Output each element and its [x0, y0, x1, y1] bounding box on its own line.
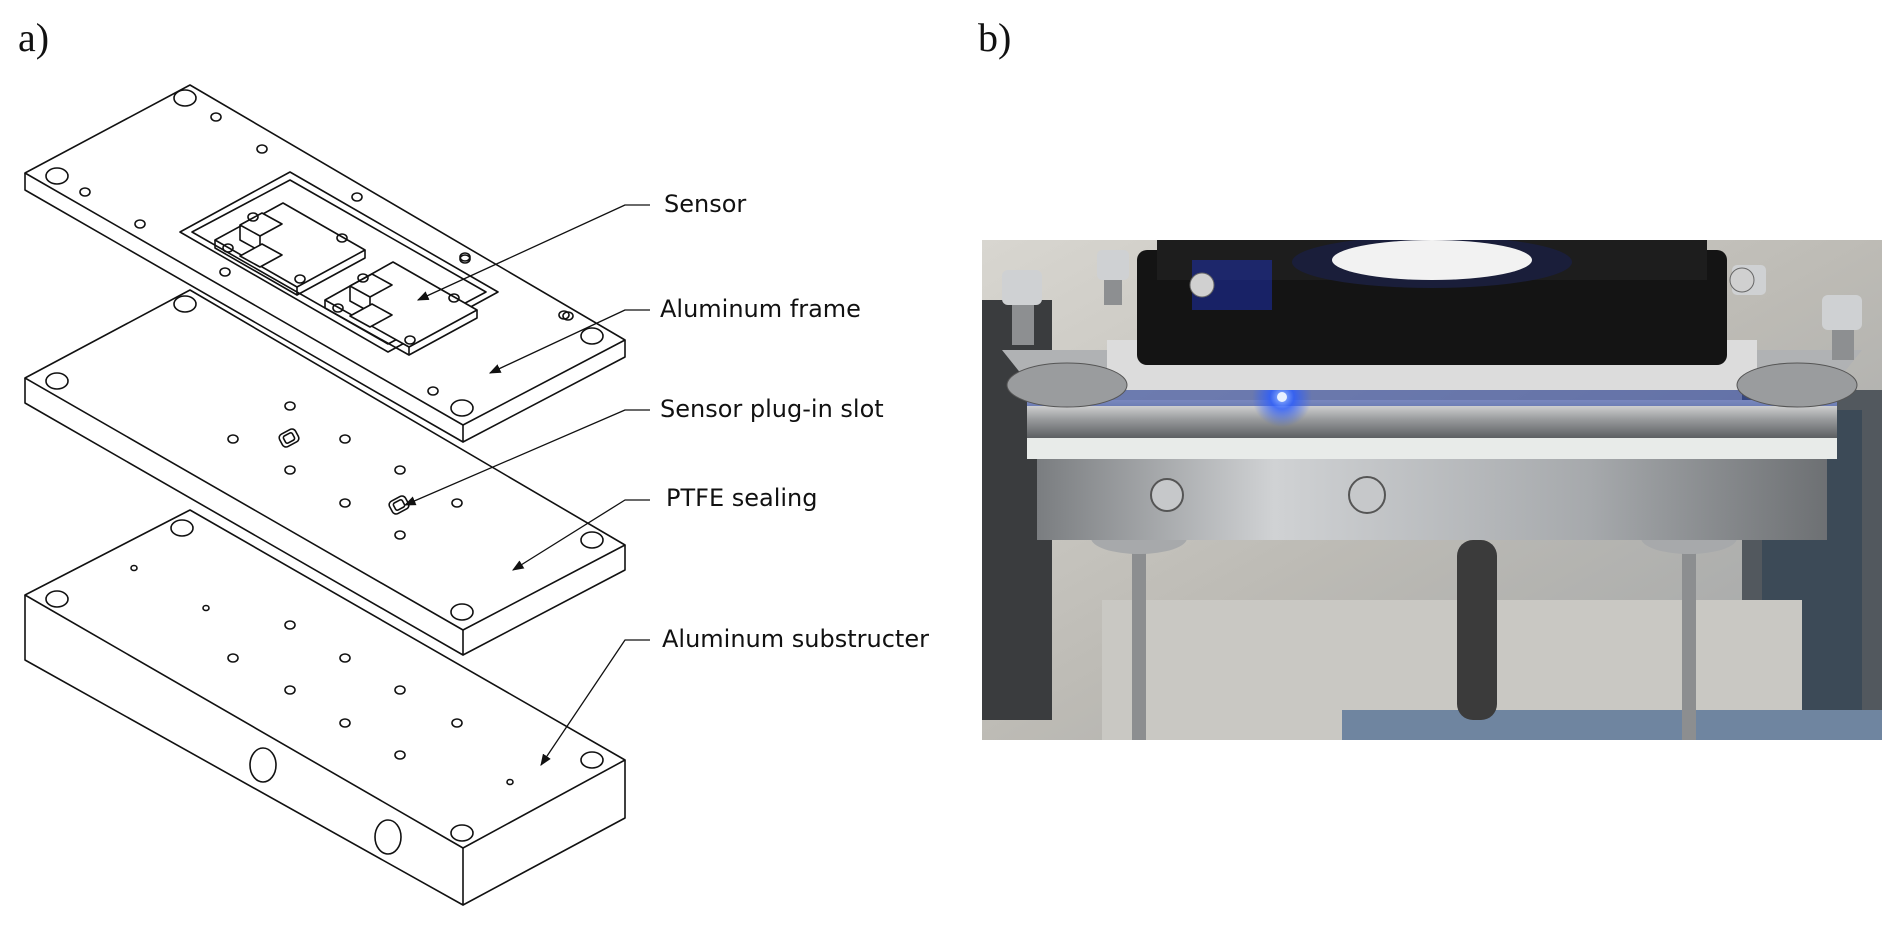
callout-ptfe-sealing: PTFE sealing — [666, 484, 818, 512]
aluminum-frame-plate — [24, 84, 626, 443]
leader-frame — [488, 309, 650, 374]
sensor-chip-right — [324, 261, 478, 356]
ptfe-sealing-plate — [24, 289, 626, 656]
sensor-chip-left — [214, 202, 366, 296]
callout-sensor-plug-in-slot: Sensor plug-in slot — [660, 395, 884, 423]
callout-aluminum-substructure: Aluminum substructer — [662, 625, 929, 653]
apparatus-photo — [982, 240, 1882, 740]
leader-sensor — [416, 204, 650, 301]
callout-aluminum-frame: Aluminum frame — [660, 295, 861, 323]
callout-leaders — [403, 204, 650, 766]
leader-slot — [403, 409, 650, 506]
callout-sensor: Sensor — [664, 190, 747, 218]
panel-label-a: a) — [18, 15, 50, 60]
panel-label-b: b) — [978, 15, 1012, 60]
leader-sealing — [512, 499, 650, 571]
leader-substructure — [540, 639, 650, 766]
aluminum-substructure-block — [24, 509, 626, 906]
exploded-assembly-drawing — [24, 84, 650, 906]
